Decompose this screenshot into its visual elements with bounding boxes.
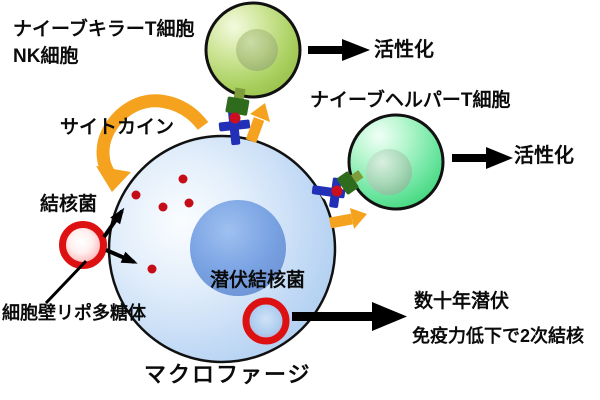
label-activation-helper: 活性化: [514, 145, 574, 167]
label-activation-nk: 活性化: [374, 39, 434, 61]
bacteria-fragment-dots: [131, 174, 194, 274]
label-macrophage: マクロファージ: [144, 362, 312, 387]
activation-arrow-nk-icon: [308, 39, 370, 61]
latency-arrow-icon: [292, 302, 407, 331]
antigen-dot-icon: [229, 112, 241, 124]
macrophage-cell-icon: [107, 134, 337, 364]
label-naive-helper-t-cell: ナイーブヘルパーT細胞: [310, 90, 511, 111]
helper-t-cell-nucleus-icon: [366, 149, 412, 195]
receptor-helper-icon: [311, 170, 364, 208]
cytokine-curved-arrow-icon: [96, 94, 209, 192]
label-latent-decades: 数十年潜伏: [414, 291, 510, 312]
antigen-flask-icon: [337, 170, 364, 195]
cytokine-right-arrow-icon: [329, 208, 367, 229]
label-naive-killer-t-cell: ナイーブキラーT細胞: [13, 19, 195, 40]
cytokine-up-arrow-icon: [245, 103, 270, 143]
helper-t-cell-icon: [347, 113, 445, 211]
label-tb-bacteria: 結核菌: [40, 194, 98, 215]
phagocytosis-arrows: [102, 207, 138, 264]
label-cytokine: サイトカイン: [60, 117, 175, 138]
antigen-flask-icon: [225, 87, 250, 116]
label-nk-cell: NK細胞: [13, 46, 79, 67]
label-secondary-tb: 免疫力低下で2次結核: [412, 326, 585, 346]
label-cell-wall-lps: 細胞壁リポ多糖体: [2, 303, 146, 323]
nk-cell-nucleus-icon: [236, 29, 278, 71]
receptor-nk-icon: [218, 87, 251, 146]
nk-cell-icon: [204, 1, 302, 99]
antigen-dot-icon: [331, 185, 343, 197]
macrophage-nucleus-icon: [190, 200, 286, 296]
cell-wall-pointer-line: [44, 259, 88, 305]
label-latent-tb: 潜伏結核菌: [210, 270, 306, 291]
tb-bacterium-icon: [59, 221, 107, 269]
activation-arrow-helper-icon: [452, 147, 513, 169]
latent-tb-bacterium-icon: [242, 297, 290, 345]
